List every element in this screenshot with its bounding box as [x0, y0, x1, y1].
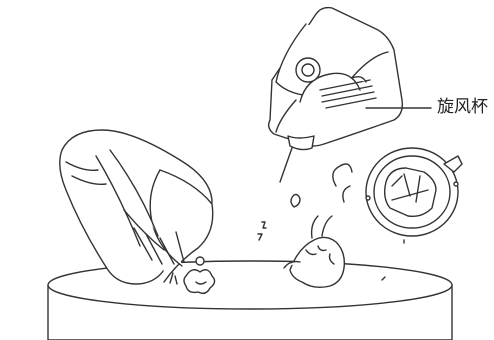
trash-bin [48, 261, 452, 340]
cyclone-cup-label: 旋风杯 [437, 95, 488, 119]
cyclone-cup [269, 8, 403, 150]
filter [366, 148, 462, 236]
dust-cup [60, 130, 213, 284]
